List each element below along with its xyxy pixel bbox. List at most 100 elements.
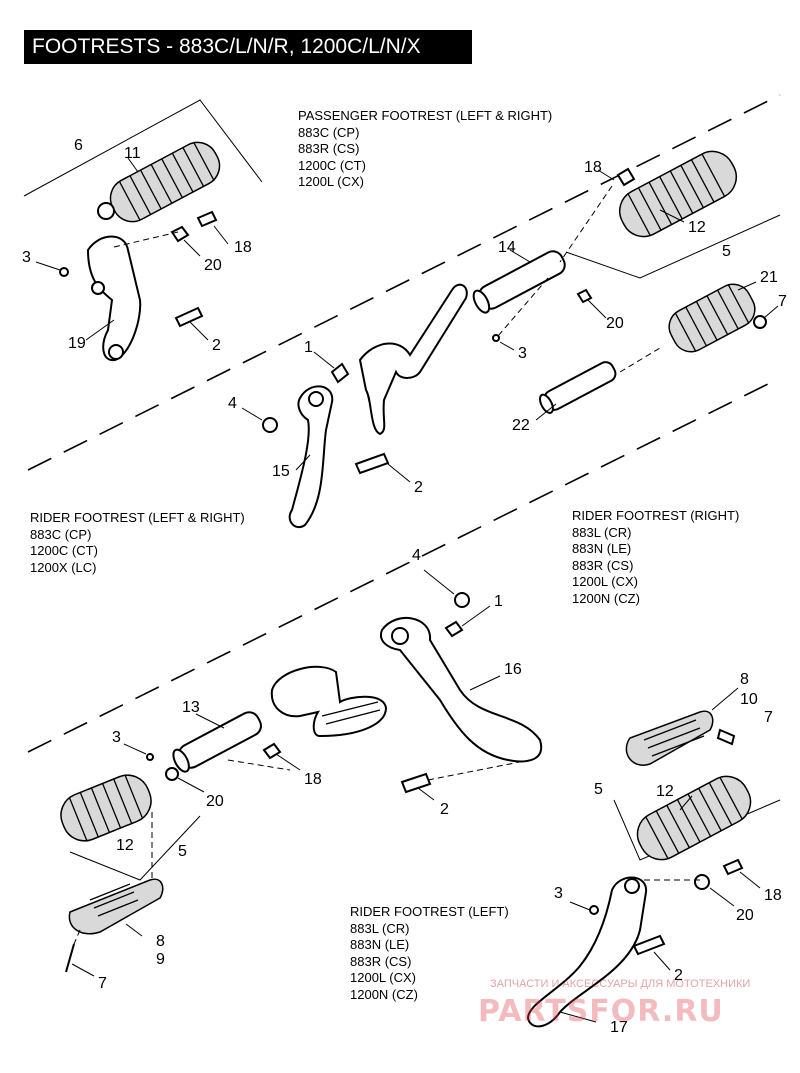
callout-number: 14 xyxy=(498,239,516,256)
callout-number: 19 xyxy=(68,335,86,352)
callout-number: 3 xyxy=(554,885,563,902)
callout-number: 2 xyxy=(674,967,683,984)
callout-number: 3 xyxy=(112,729,121,746)
passenger-footrest-group: PASSENGER FOOTREST (LEFT & RIGHT) 883C (… xyxy=(298,108,552,191)
footpeg-rubber xyxy=(618,150,738,238)
callout-number: 1 xyxy=(494,593,503,610)
group-heading: RIDER FOOTREST (LEFT & RIGHT) xyxy=(30,510,245,525)
callout-number: 11 xyxy=(124,145,141,162)
callout-number: 4 xyxy=(412,547,421,564)
bolt xyxy=(400,772,432,794)
screw xyxy=(616,167,636,187)
callout-number: 2 xyxy=(414,479,423,496)
callout-number: 18 xyxy=(764,887,782,904)
callout-number: 18 xyxy=(584,159,602,176)
callout-number: 17 xyxy=(610,1019,628,1036)
callout-number: 7 xyxy=(778,293,787,310)
retaining-ring xyxy=(454,592,470,608)
callout-number: 9 xyxy=(156,951,165,968)
rider-footrest-mount-17 xyxy=(526,876,648,1028)
model-code: 1200L (CX) xyxy=(298,174,364,189)
footrest-mount-15 xyxy=(288,385,334,529)
callout-number: 20 xyxy=(204,257,222,274)
callout-number: 12 xyxy=(116,837,134,854)
footboard-8 xyxy=(625,710,714,766)
callout-number: 20 xyxy=(206,793,224,810)
washer xyxy=(694,874,710,890)
callout-number: 16 xyxy=(504,661,522,678)
callout-number: 10 xyxy=(740,691,758,708)
washer xyxy=(165,767,179,781)
passenger-footrest-right-assembly xyxy=(358,150,781,436)
footpeg-rubber xyxy=(60,774,152,842)
washer xyxy=(576,288,593,304)
rider-footrest-right-group: RIDER FOOTREST (RIGHT) 883L (CR) 883N (L… xyxy=(572,508,739,607)
callout-number: 21 xyxy=(760,269,778,286)
clip xyxy=(146,753,154,761)
model-code: 883C (CP) xyxy=(30,526,92,542)
footrest-mount-19 xyxy=(86,235,142,362)
footboard-8 xyxy=(68,878,164,935)
callout-number: 4 xyxy=(228,395,237,412)
model-code: 1200X (LC) xyxy=(30,559,97,575)
model-code: 883N (LE) xyxy=(572,541,632,556)
section-divider xyxy=(27,94,781,471)
model-code: 883L (CR) xyxy=(572,524,632,540)
plug xyxy=(753,315,767,329)
footpeg-rubber-21 xyxy=(668,283,756,353)
callout-numbers: 6 11 3 19 2 20 18 18 14 12 5 20 3 21 7 2… xyxy=(22,137,787,1036)
page-title: FOOTRESTS - 883C/L/N/R, 1200C/L/N/X xyxy=(24,30,472,64)
model-code: 883R (CS) xyxy=(350,953,412,969)
callout-number: 18 xyxy=(234,239,252,256)
model-code: 1200N (CZ) xyxy=(350,986,418,1002)
callout-number: 20 xyxy=(736,907,754,924)
callout-number: 2 xyxy=(212,337,221,354)
callout-number: 5 xyxy=(594,781,603,798)
model-code: 1200C (CT) xyxy=(298,157,366,173)
retaining-ring xyxy=(262,417,278,433)
model-code: 883N (LE) xyxy=(350,937,410,952)
callout-number: 3 xyxy=(22,249,31,266)
rider-footrest-left-assembly xyxy=(526,710,781,1028)
group-heading: RIDER FOOTREST (LEFT) xyxy=(350,904,509,919)
callout-number: 5 xyxy=(722,243,731,260)
callout-number: 12 xyxy=(656,783,674,800)
callout-number: 3 xyxy=(518,345,527,362)
callout-leaders xyxy=(35,157,779,1023)
callout-number: 13 xyxy=(182,699,200,716)
callout-number: 2 xyxy=(440,801,449,818)
callout-number: 1 xyxy=(304,339,313,356)
model-code: 883L (CR) xyxy=(350,920,410,936)
screw xyxy=(330,362,350,384)
callout-number: 15 xyxy=(272,463,290,480)
rider-mount-15-assembly xyxy=(262,362,390,529)
watermark-logo: PARTSFOR.RU xyxy=(478,994,724,1029)
washer xyxy=(170,225,190,243)
passenger-footrest-left-assembly xyxy=(23,99,263,362)
callout-number: 6 xyxy=(74,137,83,154)
clip xyxy=(589,905,599,915)
callout-number: 8 xyxy=(740,671,749,688)
footpeg-rubber xyxy=(636,775,752,861)
pin-7 xyxy=(716,728,736,746)
rider-footboard-bracket xyxy=(270,665,388,738)
callout-number: 20 xyxy=(606,315,624,332)
model-code: 883R (CS) xyxy=(298,141,360,156)
callout-number: 7 xyxy=(764,709,773,726)
model-code: 883C (CP) xyxy=(298,124,360,140)
bolt xyxy=(632,934,666,956)
callout-number: 22 xyxy=(512,417,530,434)
group-heading: RIDER FOOTREST (RIGHT) xyxy=(572,508,740,523)
watermark-tagline: ЗАПЧАСТИ И АКСЕССУАРЫ ДЛЯ МОТОТЕХНИКИ xyxy=(490,978,751,990)
rider-footrest-left-right-group: RIDER FOOTREST (LEFT & RIGHT) 883C (CP) … xyxy=(30,510,245,576)
passenger-mount-arm xyxy=(358,283,468,436)
rider-footrest-left-group: RIDER FOOTREST (LEFT) 883L (CR) 883N (LE… xyxy=(350,904,509,1003)
model-code: 1200C (CT) xyxy=(30,543,98,558)
screw xyxy=(444,620,464,638)
clip xyxy=(59,267,69,277)
clip xyxy=(492,334,500,342)
callout-number: 18 xyxy=(304,771,322,788)
rider-footrest-lr-assembly xyxy=(60,665,388,973)
bolt xyxy=(354,452,390,475)
